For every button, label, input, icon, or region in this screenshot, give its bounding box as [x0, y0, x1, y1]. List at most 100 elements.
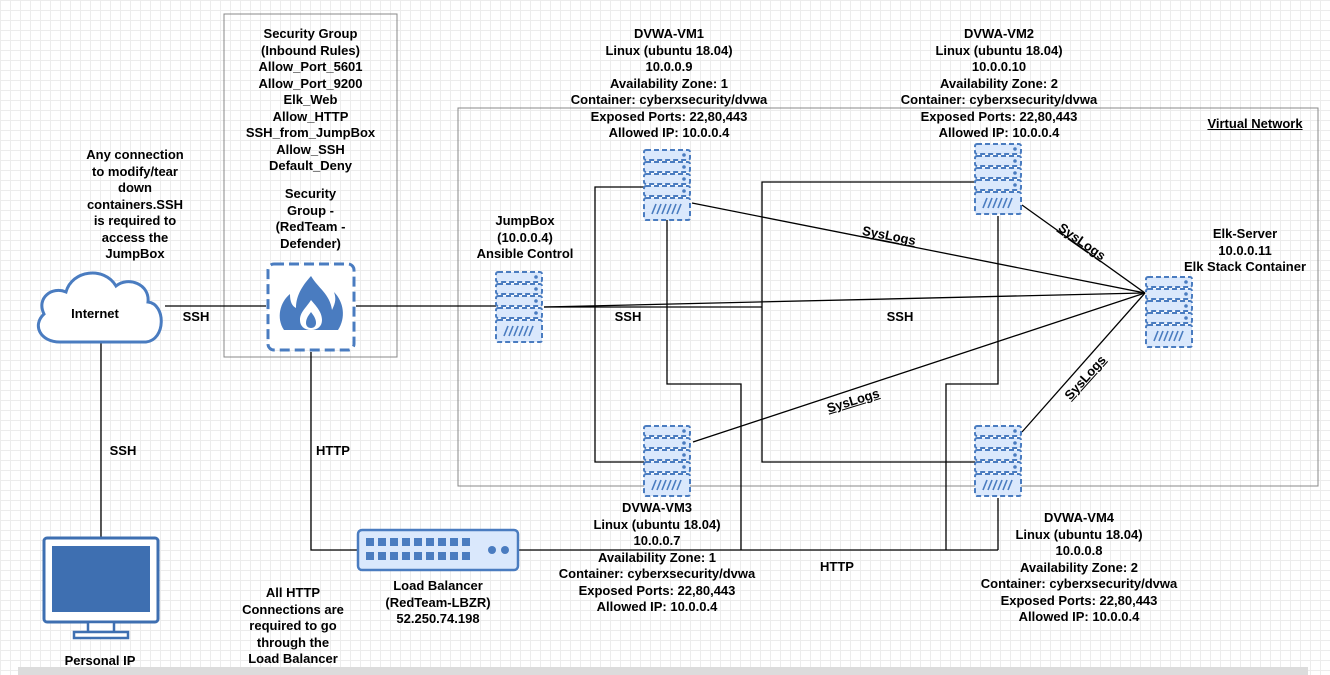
- switch-port: [438, 538, 446, 546]
- vm2-info-line: Container: cyberxsecurity/dvwa: [900, 92, 1098, 107]
- security-group-name-line: Security: [284, 186, 337, 201]
- load-balancer-label: Load Balancer(RedTeam-LBZR)52.250.74.198: [363, 578, 513, 628]
- monitor-icon: [42, 536, 160, 640]
- vm3-info-line: Exposed Ports: 22,80,443: [578, 582, 736, 598]
- internet-note-line: JumpBox: [105, 246, 165, 261]
- vm4-info-line: Availability Zone: 2: [1020, 559, 1138, 575]
- vm2-info-line: Allowed IP: 10.0.0.4: [938, 125, 1060, 140]
- switch-port: [366, 538, 374, 546]
- load-balancer-info-line: (RedTeam-LBZR): [385, 594, 491, 610]
- vm4-info-line: Exposed Ports: 22,80,443: [1000, 592, 1158, 608]
- vm3-info-line: DVWA-VM3: [621, 500, 693, 515]
- connection-lines: [100, 181, 1146, 551]
- virtual-network-boundary: [457, 107, 1319, 487]
- vm3-info-line: Availability Zone: 1: [598, 549, 716, 565]
- syslog-vm4-line: [1021, 292, 1146, 433]
- elk-info-line: Elk Stack Container: [1183, 259, 1307, 274]
- syslog-vm3-line: [692, 292, 1146, 443]
- http-vm1-line: [666, 215, 742, 465]
- security-rule-line: Elk_Web: [283, 92, 338, 107]
- horizontal-scrollbar[interactable]: [18, 667, 1308, 675]
- vm3-info-line: 10.0.0.7: [633, 533, 681, 548]
- syslog-vm1-line: [691, 202, 1146, 294]
- load-balancer-info-line: Load Balancer: [393, 578, 483, 593]
- switch-icon: [356, 528, 520, 572]
- http-vm-label: HTTP: [820, 559, 854, 574]
- vm4-info-line: DVWA-VM4: [1043, 510, 1115, 525]
- vm4-info-line: Allowed IP: 10.0.0.4: [1018, 609, 1140, 624]
- security-group-rules: Security Group(Inbound Rules)Allow_Port_…: [224, 26, 397, 175]
- personal-ip-label: Personal IP: [64, 653, 136, 668]
- internet-label: Internet: [71, 306, 119, 321]
- ssh-jumpbox-elk-line: [543, 292, 1144, 308]
- switch-port: [378, 538, 386, 546]
- vm4-info-line: Container: cyberxsecurity/dvwa: [980, 576, 1178, 591]
- internet-note-line: Any connection: [86, 147, 184, 162]
- switch-port: [402, 552, 410, 560]
- vm2-info-line: Availability Zone: 2: [940, 75, 1058, 91]
- vm1-server-icon: [643, 149, 691, 221]
- vm2-info-line: Exposed Ports: 22,80,443: [920, 108, 1078, 124]
- http-vm2-line: [945, 216, 999, 550]
- security-group-name-line: Defender): [280, 235, 341, 251]
- jumpbox-info-line: Ansible Control: [476, 246, 574, 261]
- internet-note-line: down: [118, 180, 152, 195]
- vm1-info-line: Allowed IP: 10.0.0.4: [608, 125, 730, 140]
- switch-port: [414, 552, 422, 560]
- lb-note-line: through the: [256, 634, 330, 650]
- http-sg-lb-line: [310, 352, 358, 551]
- switch-port: [402, 538, 410, 546]
- vm3-info-line: Allowed IP: 10.0.0.4: [596, 599, 718, 614]
- jumpbox-label: JumpBox(10.0.0.4)Ansible Control: [450, 213, 600, 263]
- vm1-info-line: 10.0.0.9: [645, 59, 693, 74]
- vm3-info-line: Linux (ubuntu 18.04): [593, 516, 721, 532]
- switch-port: [366, 552, 374, 560]
- vm3-server-icon: [643, 425, 691, 497]
- security-rule-line: Allow_SSH: [276, 141, 345, 157]
- syslog-vm2-line: [1021, 204, 1146, 294]
- security-rule-line: Security Group: [263, 26, 358, 41]
- elk-info-line: 10.0.0.11: [1218, 242, 1272, 258]
- ssh-jumpbox-label: SSH: [614, 309, 642, 324]
- security-rule-line: Allow_HTTP: [272, 108, 349, 124]
- vm2-server-icon: [974, 143, 1022, 215]
- ssh-personal-label: SSH: [109, 443, 137, 458]
- security-rule-line: Default_Deny: [268, 158, 353, 173]
- switch-port: [426, 552, 434, 560]
- vm4-server-icon: [974, 425, 1022, 497]
- internet-note-line: access the: [101, 229, 169, 245]
- firewall-icon: [266, 262, 356, 352]
- switch-port: [414, 538, 422, 546]
- ssh-bus-vm1-vm3: [594, 186, 644, 463]
- elk-info-line: Elk-Server: [1212, 226, 1278, 241]
- internet-note-line: containers.SSH: [86, 196, 184, 212]
- elk-server-icon: [1145, 276, 1193, 348]
- switch-port: [426, 538, 434, 546]
- vm2-info-line: 10.0.0.10: [971, 59, 1027, 74]
- vm3-info-line: Container: cyberxsecurity/dvwa: [558, 566, 756, 581]
- security-rule-line: (Inbound Rules): [261, 42, 360, 58]
- switch-port: [450, 538, 458, 546]
- vm2-info-line: DVWA-VM2: [963, 26, 1035, 41]
- vm1-info-line: Availability Zone: 1: [610, 75, 728, 91]
- cloud-icon: [37, 271, 163, 344]
- internet-note-line: is required to: [93, 213, 177, 228]
- lb-note-line: All HTTP: [265, 585, 321, 600]
- switch-port: [462, 552, 470, 560]
- ssh-bus-vm2-vm4: [761, 181, 975, 463]
- security-group-name-line: Group -: [287, 202, 334, 218]
- switch-port: [450, 552, 458, 560]
- ssh-elk-label: SSH: [886, 309, 914, 324]
- vm1-info-line: Linux (ubuntu 18.04): [605, 42, 733, 58]
- switch-port: [462, 538, 470, 546]
- internet-note-line: to modify/tear: [92, 163, 178, 179]
- lb-note-line: Load Balancer: [248, 651, 338, 666]
- lb-note-line: required to go: [249, 618, 337, 633]
